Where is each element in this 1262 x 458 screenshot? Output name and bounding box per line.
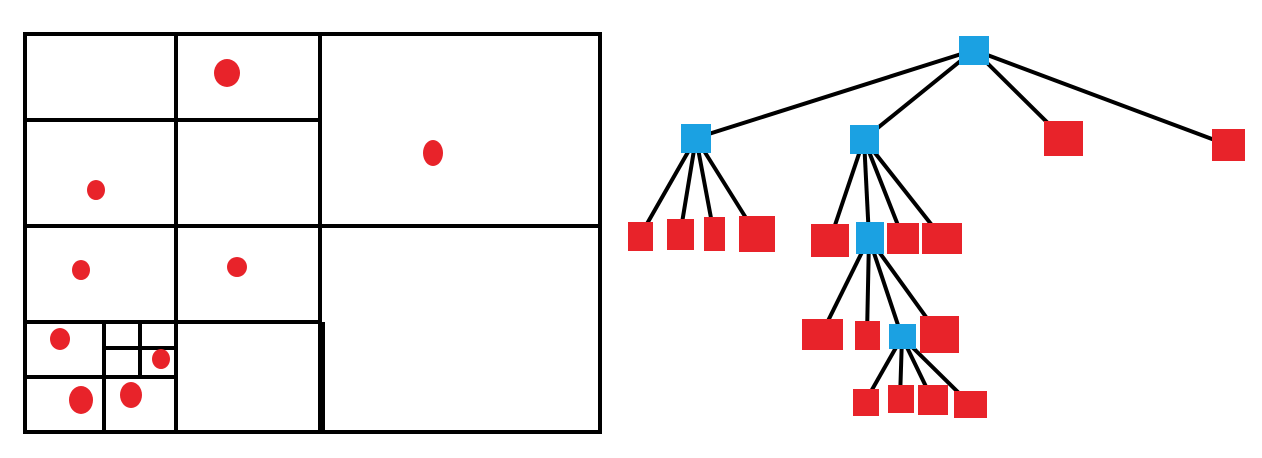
tree-edge: [867, 237, 904, 338]
internal-node: [681, 124, 711, 153]
leaf-node: [922, 223, 962, 254]
point: [227, 257, 247, 277]
leaf-node: [888, 385, 914, 413]
point: [120, 382, 142, 408]
spatial-subdivision-panel: [23, 32, 602, 434]
internal-node: [850, 125, 879, 154]
leaf-node: [887, 223, 919, 254]
leaf-node: [1044, 121, 1083, 156]
point: [214, 59, 240, 87]
tree-edge: [678, 137, 698, 236]
leaf-node: [918, 385, 948, 415]
tree-edge: [828, 138, 866, 241]
point: [72, 260, 90, 280]
tree-edge: [862, 137, 944, 240]
point: [69, 386, 93, 414]
leaf-node: [1212, 129, 1245, 161]
internal-nodes: [681, 36, 989, 349]
tree-edge: [862, 138, 905, 239]
leaf-node: [739, 216, 775, 252]
data-points: [50, 59, 443, 414]
tree-edge: [695, 48, 975, 140]
leaf-nodes: [628, 121, 1245, 418]
tree-edge: [865, 237, 871, 336]
leaf-node: [855, 321, 880, 350]
point: [152, 349, 170, 369]
point: [87, 180, 105, 200]
tree-edge: [862, 138, 871, 239]
root-node: [959, 36, 989, 65]
leaf-node: [802, 319, 843, 350]
leaf-node: [811, 224, 849, 257]
leaf-node: [920, 316, 959, 353]
tree-edge: [638, 137, 698, 237]
leaf-node: [853, 389, 879, 416]
point: [423, 140, 443, 166]
leaf-node: [704, 217, 725, 251]
tree-edge: [862, 48, 976, 141]
tree-edge: [973, 48, 1229, 147]
outer-boundary: [23, 32, 602, 434]
internal-node: [889, 324, 916, 349]
leaf-node: [954, 391, 987, 418]
leaf-node: [628, 222, 653, 251]
internal-node: [856, 222, 884, 254]
point: [50, 328, 70, 350]
leaf-node: [667, 219, 694, 250]
